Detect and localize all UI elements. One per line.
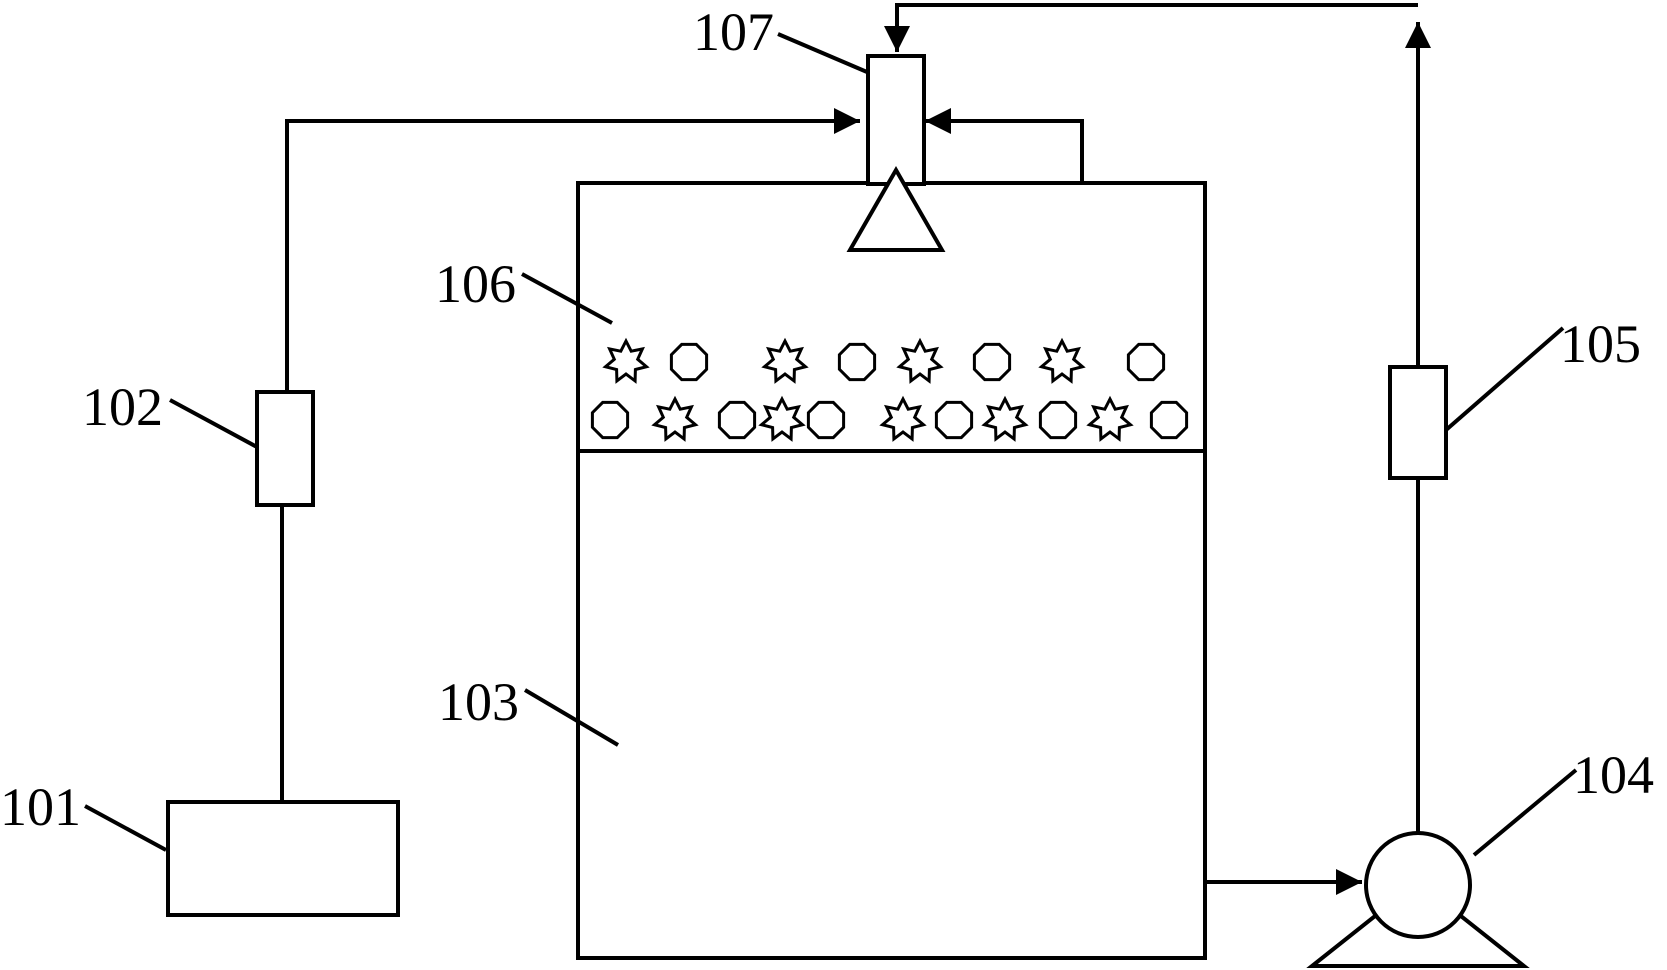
packing-octagon-row_2-10: [1149, 400, 1189, 440]
packing-octagon-row_2-8: [1038, 400, 1078, 440]
leader-106: [521, 272, 613, 325]
reactor-vessel-103: [576, 181, 1207, 960]
packing-octagon-row_2-0: [590, 400, 630, 440]
leader-107: [777, 32, 868, 74]
pipe-102-to-107: [285, 108, 860, 392]
packing-media: [590, 337, 1189, 442]
packing-star-row_2-7: [981, 395, 1029, 442]
packing-octagon-row_1-7: [1126, 342, 1166, 382]
packing-octagon-row_2-4: [806, 400, 846, 440]
packing-octagon-row_1-3: [837, 342, 877, 382]
packing-star-row_1-4: [896, 337, 944, 384]
device-105: [1388, 365, 1448, 480]
device-102: [255, 390, 315, 507]
label-101: 101: [0, 777, 81, 837]
packing-star-row_1-0: [602, 337, 650, 384]
packing-star-row_2-5: [879, 395, 927, 442]
source-tank-101: [166, 800, 400, 917]
label-106: 106: [435, 254, 516, 314]
label-102: 102: [82, 377, 163, 437]
packing-star-row_2-3: [758, 395, 806, 442]
packing-star-row_1-2: [761, 337, 809, 384]
spray-nozzle: [846, 165, 946, 252]
packing-octagon-row_2-2: [717, 400, 757, 440]
pump-104: [1364, 831, 1472, 939]
packing-star-row_1-6: [1038, 337, 1086, 384]
leader-104: [1472, 768, 1578, 857]
pipe-top-to-107: [884, 3, 1418, 52]
label-107: 107: [693, 2, 774, 62]
leader-105: [1444, 326, 1565, 432]
packing-star-row_2-9: [1086, 395, 1134, 442]
leader-103: [523, 688, 620, 747]
packing-octagon-row_2-6: [934, 400, 974, 440]
packing-octagon-row_1-1: [669, 342, 709, 382]
label-105: 105: [1560, 314, 1641, 374]
leader-102: [169, 398, 258, 449]
pipe-vessel-to-107: [925, 108, 1084, 182]
label-103: 103: [438, 672, 519, 732]
leader-101: [84, 804, 167, 852]
label-104: 104: [1573, 745, 1654, 805]
packing-octagon-row_1-5: [972, 342, 1012, 382]
spray-head-107: [866, 54, 926, 186]
packing-star-row_2-1: [651, 395, 699, 442]
